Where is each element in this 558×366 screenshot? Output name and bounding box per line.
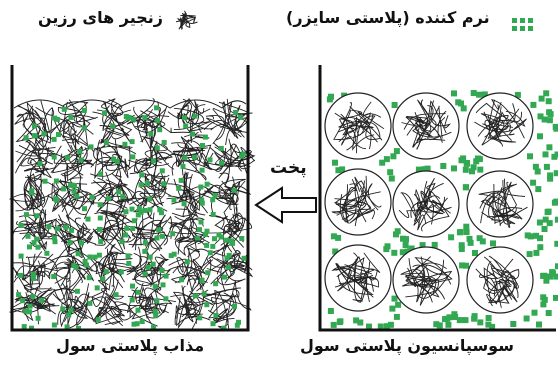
curing-label: پخت xyxy=(270,158,307,178)
melt-contents xyxy=(8,98,256,331)
arrow-left-icon xyxy=(254,186,317,224)
resin-chains-legend-label: زنجیر های رزین xyxy=(38,8,163,27)
resin-particle xyxy=(466,170,534,238)
resin-particle xyxy=(392,92,460,160)
resin-particle xyxy=(466,92,534,160)
resin-particle xyxy=(324,92,392,160)
plasticizer-legend-icon xyxy=(512,18,533,31)
suspension-container-walls xyxy=(318,65,556,332)
resin-particle xyxy=(324,244,392,312)
suspension-container xyxy=(318,65,558,332)
suspension-resin-particles xyxy=(324,92,534,314)
melt-container-walls xyxy=(10,65,250,332)
suspension-caption: سوسپانسیون پلاستی سول xyxy=(300,336,514,355)
resin-chain-legend-icon xyxy=(175,10,198,30)
suspension-plasticizer-dots xyxy=(326,90,558,330)
melt-container xyxy=(8,65,256,332)
resin-particle xyxy=(392,170,460,238)
resin-particle xyxy=(324,168,392,236)
resin-particle xyxy=(466,246,534,314)
resin-particle xyxy=(392,246,460,314)
melt-caption: مذاب پلاستی سول xyxy=(56,336,205,355)
plasticizer-legend-label: نرم کننده (پلاستی سایزر) xyxy=(286,8,490,27)
